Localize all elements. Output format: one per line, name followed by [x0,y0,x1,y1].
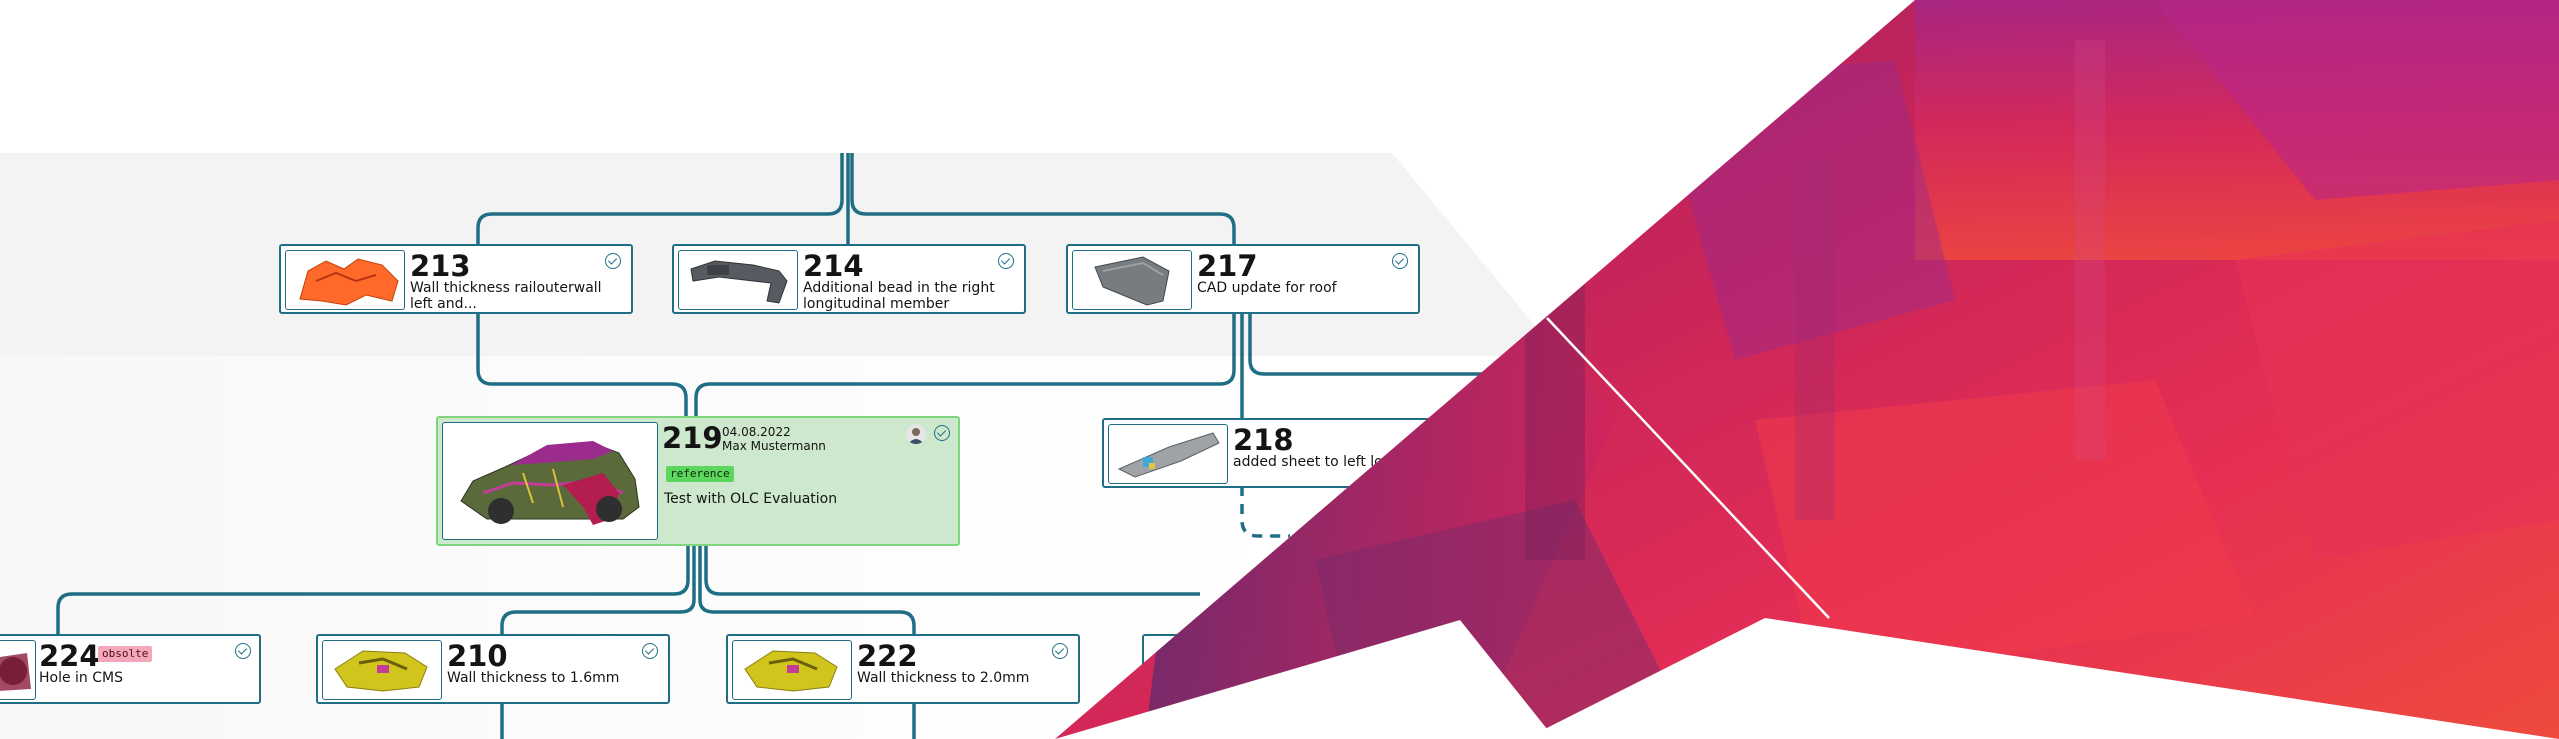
node-description: Wall thickness to 2.0mm [857,670,1030,686]
node-number: 217 [1197,249,1258,283]
node-thumbnail [442,422,658,540]
node-number: 222 [857,639,918,673]
node-description: Wall thickness railouterwall left and... [410,280,602,312]
node-description: Test with OLC Evaluation [664,491,838,507]
check-circle-icon [605,253,621,269]
check-circle-icon [235,643,251,659]
check-circle-icon [1392,253,1408,269]
node-number: 219 [662,421,723,455]
node-date: 04.08.2022 [722,425,791,439]
node-number: 224 [39,639,100,673]
version-node-219-selected[interactable]: 219 04.08.2022 Max Mustermann reference … [436,416,960,546]
version-node-224[interactable]: 224 obsolte Hole in CMS [0,634,261,704]
node-thumbnail [1108,424,1228,484]
node-number: 210 [447,639,508,673]
node-thumbnail [285,250,405,310]
version-node-213[interactable]: 213 Wall thickness railouterwall left an… [279,244,633,314]
version-node-217[interactable]: 217 CAD update for roof [1066,244,1420,314]
obsolete-badge: obsolte [98,646,153,662]
node-author: Max Mustermann [722,439,826,453]
node-thumbnail [1072,250,1192,310]
node-thumbnail [732,640,852,700]
node-thumbnail [678,250,798,310]
check-circle-icon [642,643,658,659]
user-avatar-icon [906,424,926,444]
node-number: 214 [803,249,864,283]
version-node-222[interactable]: 222 Wall thickness to 2.0mm [726,634,1080,704]
node-number: 218 [1233,423,1294,457]
node-description: Hole in CMS [39,670,123,686]
version-node-210[interactable]: 210 Wall thickness to 1.6mm [316,634,670,704]
node-description: CAD update for roof [1197,280,1337,296]
version-node-214[interactable]: 214 Additional bead in the right longitu… [672,244,1026,314]
node-thumbnail [0,640,36,700]
decorative-abstract-art [1055,0,2559,739]
node-number: 213 [410,249,471,283]
check-circle-icon [998,253,1014,269]
check-circle-icon [934,425,950,441]
reference-badge: reference [666,466,734,482]
node-description: Additional bead in the right longitudina… [803,280,995,312]
node-description: Wall thickness to 1.6mm [447,670,620,686]
check-circle-icon [1052,643,1068,659]
node-thumbnail [322,640,442,700]
